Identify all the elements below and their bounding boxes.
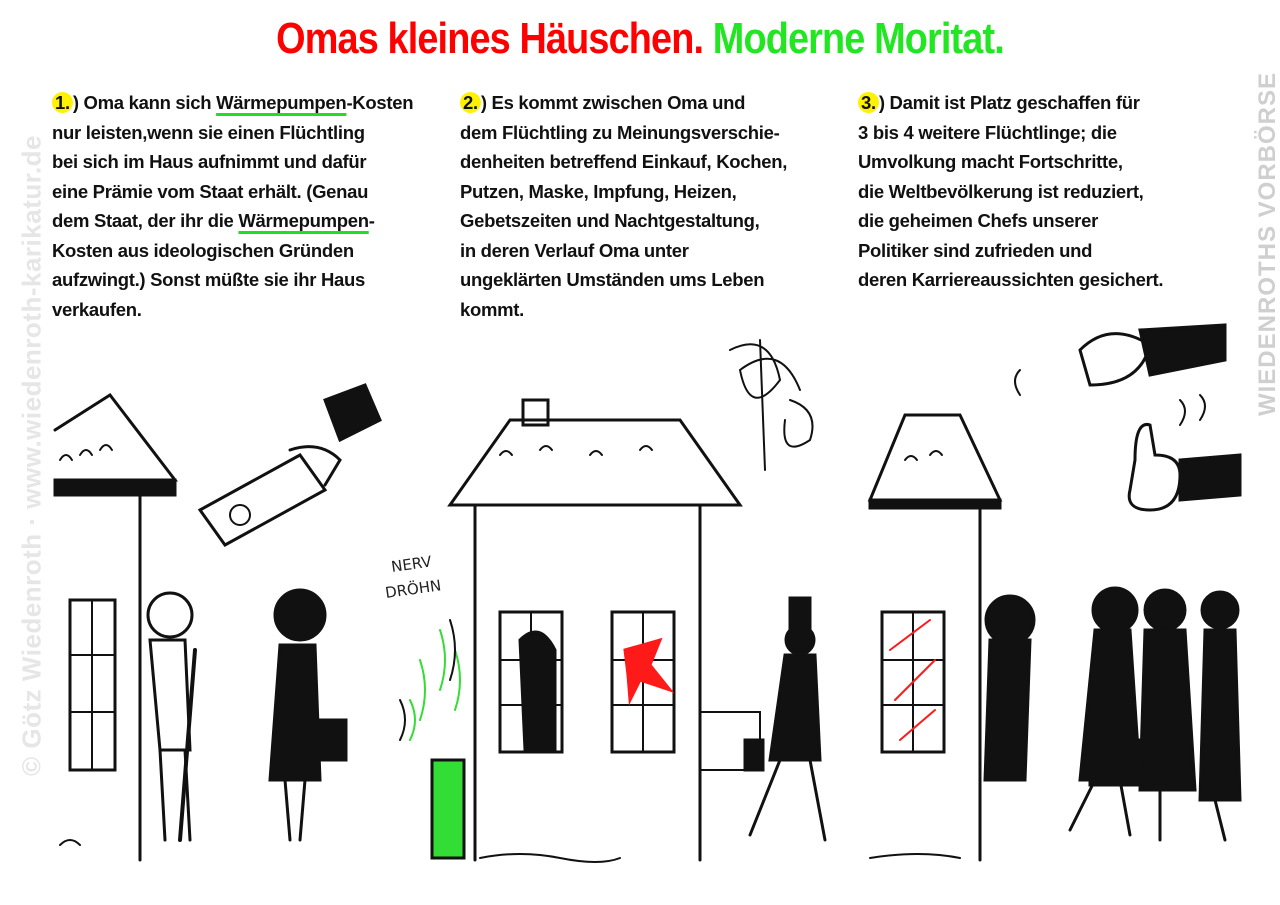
text-line: Putzen, Maske, Impfung, Heizen,	[460, 177, 787, 207]
text-line: nur leisten,wenn sie einen Flüchtling	[52, 118, 413, 148]
title-part-1: Omas kleines Häuschen.	[276, 14, 704, 63]
text-line: Kosten aus ideologischen Gründen	[52, 236, 413, 266]
cartoon-title: Omas kleines Häuschen. Moderne Moritat.	[90, 14, 1191, 64]
text-fragment: -Kosten	[346, 92, 414, 113]
text-fragment: kommt.	[460, 298, 524, 320]
panel-number-badge: 3.	[858, 92, 879, 113]
text-fragment: eine Prämie vom Staat erhält. (Genau	[52, 180, 369, 202]
text-line: Politiker sind zufrieden und	[858, 236, 1163, 266]
underlined-term: Wärmepumpen	[238, 210, 369, 231]
panel-number-badge: 2.	[460, 92, 481, 113]
artist-signature	[729, 339, 814, 471]
heat-pump	[399, 619, 466, 860]
text-line: 2.) Es kommt zwischen Oma und	[460, 88, 787, 118]
text-line: 3 bis 4 weitere Flüchtlinge; die	[858, 118, 1163, 148]
text-line: kommt.	[460, 295, 787, 325]
text-line: die geheimen Chefs unserer	[858, 206, 1163, 236]
money-hand	[197, 383, 382, 547]
text-fragment: ) Damit ist Platz geschaffen für	[878, 92, 1140, 113]
thumbs-up-hand	[1127, 422, 1242, 512]
house-3	[867, 413, 1003, 862]
text-line: deren Karriereaussichten gesichert.	[858, 265, 1163, 295]
text-fragment: -	[368, 210, 375, 231]
text-line: in deren Verlauf Oma unter	[460, 236, 787, 266]
text-line: Gebetszeiten und Nachtgestaltung,	[460, 206, 787, 236]
text-fragment: nur leisten,wenn sie einen Flüchtling	[52, 121, 365, 143]
text-fragment: Politiker sind zufrieden und	[858, 239, 1093, 261]
oma-figure	[146, 591, 197, 842]
text-fragment: dem Flüchtling zu Meinungsverschie-	[460, 121, 780, 143]
handshake	[1014, 323, 1227, 426]
text-line: 1.) Oma kann sich Wärmepumpen-Kosten	[52, 88, 414, 118]
panel-3-text: 3.) Damit ist Platz geschaffen für 3 bis …	[858, 88, 1163, 295]
oma-house	[53, 392, 179, 862]
text-fragment: deren Karriereaussichten gesichert.	[858, 269, 1164, 290]
text-fragment: Umvolkung macht Fortschritte,	[858, 151, 1123, 172]
text-line: bei sich im Haus aufnimmt und dafür	[52, 147, 413, 177]
panel-2-text: 2.) Es kommt zwischen Oma und dem Flüchtl…	[460, 88, 787, 324]
text-fragment: Putzen, Maske, Impfung, Heizen,	[460, 180, 737, 202]
text-fragment: die geheimen Chefs unserer	[858, 210, 1098, 231]
text-line: Umvolkung macht Fortschritte,	[858, 147, 1163, 177]
text-fragment: bei sich im Haus aufnimmt und dafür	[52, 151, 367, 172]
refugee-figure-1	[268, 588, 348, 842]
panel-number-badge: 1.	[52, 92, 73, 113]
house-2	[447, 398, 761, 862]
text-fragment: 3 bis 4 weitere Flüchtlinge; die	[858, 121, 1117, 143]
text-line: 3.) Damit ist Platz geschaffen für	[858, 88, 1163, 118]
text-fragment: denheiten betreffend Einkauf, Kochen,	[460, 151, 788, 172]
text-fragment: verkaufen.	[52, 298, 142, 320]
text-fragment: Kosten aus ideologischen Gründen	[52, 239, 354, 261]
title-part-2: Moderne Moritat.	[712, 14, 1005, 63]
text-fragment: ) Oma kann sich	[72, 92, 217, 113]
noise-label-droehn: DRÖHN	[384, 575, 442, 602]
text-fragment: aufzwingt.) Sonst müßte sie ihr Haus	[52, 269, 365, 290]
text-fragment: Gebetszeiten und Nachtgestaltung,	[460, 210, 760, 231]
noise-label-nerv: NERV	[390, 552, 433, 576]
text-line: denheiten betreffend Einkauf, Kochen,	[460, 147, 787, 177]
text-fragment: ) Es kommt zwischen Oma und	[480, 92, 746, 113]
text-line: aufzwingt.) Sonst müßte sie ihr Haus	[52, 265, 413, 295]
text-line: dem Staat, der ihr die Wärmepumpen-	[52, 206, 413, 236]
text-fragment: dem Staat, der ihr die	[52, 210, 239, 231]
text-fragment: ungeklärten Umständen ums Leben	[460, 269, 765, 290]
text-fragment: in deren Verlauf Oma unter	[460, 239, 689, 261]
text-line: ungeklärten Umständen ums Leben	[460, 265, 787, 295]
underlined-term: Wärmepumpen	[216, 92, 347, 113]
text-line: eine Prämie vom Staat erhält. (Genau	[52, 177, 413, 207]
text-line: verkaufen.	[52, 295, 413, 325]
tophat-figure	[743, 596, 827, 842]
text-line: dem Flüchtling zu Meinungsverschie-	[460, 118, 787, 148]
text-fragment: die Weltbevölkerung ist reduziert,	[858, 180, 1144, 202]
text-line: die Weltbevölkerung ist reduziert,	[858, 177, 1163, 207]
refugee-group	[983, 586, 1242, 842]
